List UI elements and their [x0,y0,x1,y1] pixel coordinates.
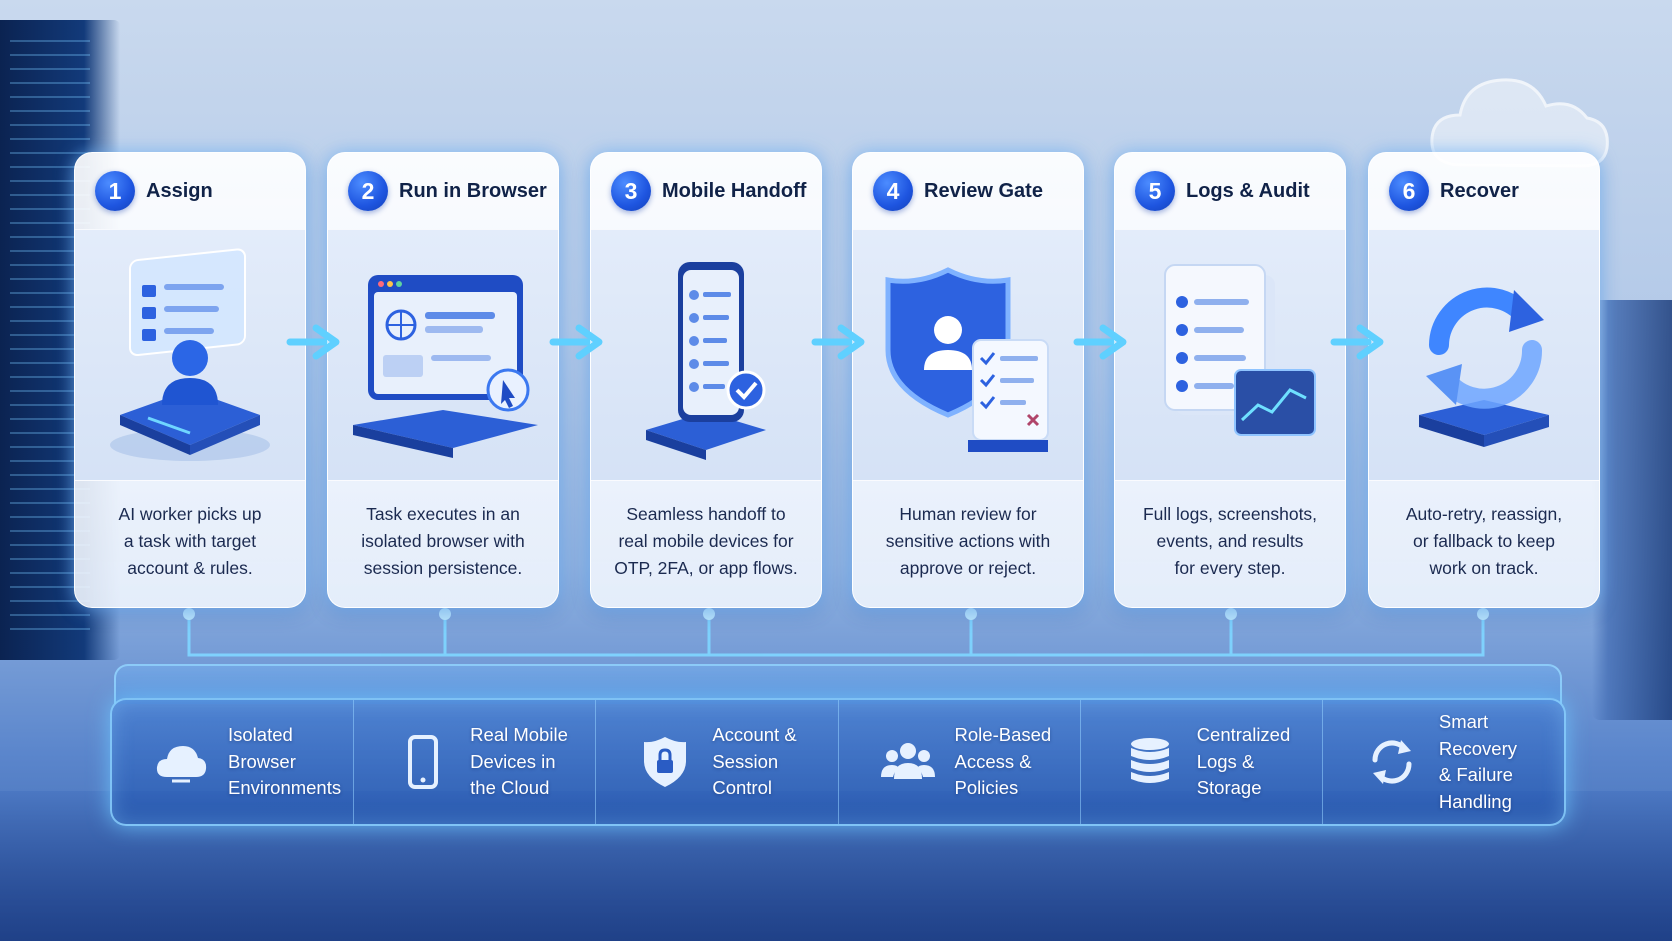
browser-window-icon [353,275,538,458]
feature-label: Account & Session Control [712,724,797,799]
step-illustration [328,229,558,481]
step-card-assign: 1 Assign [74,152,306,608]
arrow-right-icon [286,324,340,360]
step-number-badge: 2 [348,171,388,211]
review-shield-checklist-icon [885,267,1049,452]
smartphone-icon [408,735,439,789]
feature-label: Smart Recovery & Failure Handling [1438,711,1517,812]
step-description-text: Human review for sensitive actions with … [885,504,1051,578]
process-steps: 1 Assign [74,152,1600,610]
feature-label: Centralized Logs & Storage [1196,724,1291,799]
feature-role-based-access: Role-Based Access & Policies [839,700,1081,824]
step-card-run-in-browser: 2 Run in Browser Ta [327,152,559,608]
feature-real-mobile-devices: Real Mobile Devices in the Cloud [354,700,597,824]
step-number-badge: 3 [611,171,651,211]
step-description: Auto-retry, reassign, or fallback to kee… [1369,481,1599,582]
feature-label: Real Mobile Devices in the Cloud [470,724,568,799]
step-illustration [591,229,821,481]
cloud-icon [156,746,207,783]
step-description: Full logs, screenshots, events, and resu… [1115,481,1345,582]
arrow-right-icon [1330,324,1384,360]
feature-isolated-browser: Isolated Browser Environments [112,700,355,824]
smartphone-handoff-icon [646,262,766,460]
step-description: Task executes in an isolated browser wit… [328,481,558,582]
step-description-text: Seamless handoff to real mobile devices … [614,504,798,578]
step-illustration [1369,229,1599,481]
server-rack-right [1592,300,1672,720]
background-cloud-icon [1430,78,1609,168]
users-icon [880,743,935,779]
arrow-right-icon [549,324,603,360]
arrow-right-icon [1073,324,1127,360]
step-title: Run in Browser [399,179,547,202]
recover-refresh-icon [1419,287,1549,447]
step-card-mobile-handoff: 3 Mobile Handoff Seamless h [590,152,822,608]
step-title: Review Gate [924,179,1043,202]
database-icon [1130,738,1169,783]
step-description: Human review for sensitive actions with … [853,481,1083,582]
ai-worker-task-icon [110,248,270,461]
platform-base-top [114,664,1562,704]
step-title: Assign [146,179,213,202]
feature-centralized-logs: Centralized Logs & Storage [1081,700,1323,824]
step-illustration [1115,229,1345,481]
logs-document-chart-icon [1164,264,1316,436]
step-title: Logs & Audit [1186,179,1310,202]
feature-smart-recovery: Smart Recovery & Failure Handling [1323,700,1564,824]
step-card-logs-audit: 5 Logs & Audit Full logs, s [1114,152,1346,608]
feature-label: Role-Based Access & Policies [954,724,1052,799]
step-description-text: Full logs, screenshots, events, and resu… [1142,504,1318,578]
feature-label: Isolated Browser Environments [228,724,342,799]
step-number-badge: 1 [95,171,135,211]
step-title: Recover [1440,179,1519,202]
lock-shield-icon [644,737,687,787]
step-description-text: AI worker picks up a task with target ac… [118,504,262,578]
step-number-badge: 4 [873,171,913,211]
step-card-recover: 6 Recover Auto-retry, reassign, or fallb… [1368,152,1600,608]
step-illustration [853,229,1083,481]
step-description-text: Auto-retry, reassign, or fallback to kee… [1405,504,1563,578]
refresh-icon [1372,740,1412,784]
step-number-badge: 5 [1135,171,1175,211]
step-number-badge: 6 [1389,171,1429,211]
step-card-review-gate: 4 Review Gate [852,152,1084,608]
feature-account-session-control: Account & Session Control [596,700,839,824]
step-description: AI worker picks up a task with target ac… [75,481,305,582]
step-title: Mobile Handoff [662,179,807,202]
arrow-right-icon [811,324,865,360]
step-illustration [75,229,305,481]
step-description: Seamless handoff to real mobile devices … [591,481,821,582]
platform-features-bar: Isolated Browser Environments Real Mobil… [110,698,1566,826]
step-description-text: Task executes in an isolated browser wit… [361,504,525,578]
